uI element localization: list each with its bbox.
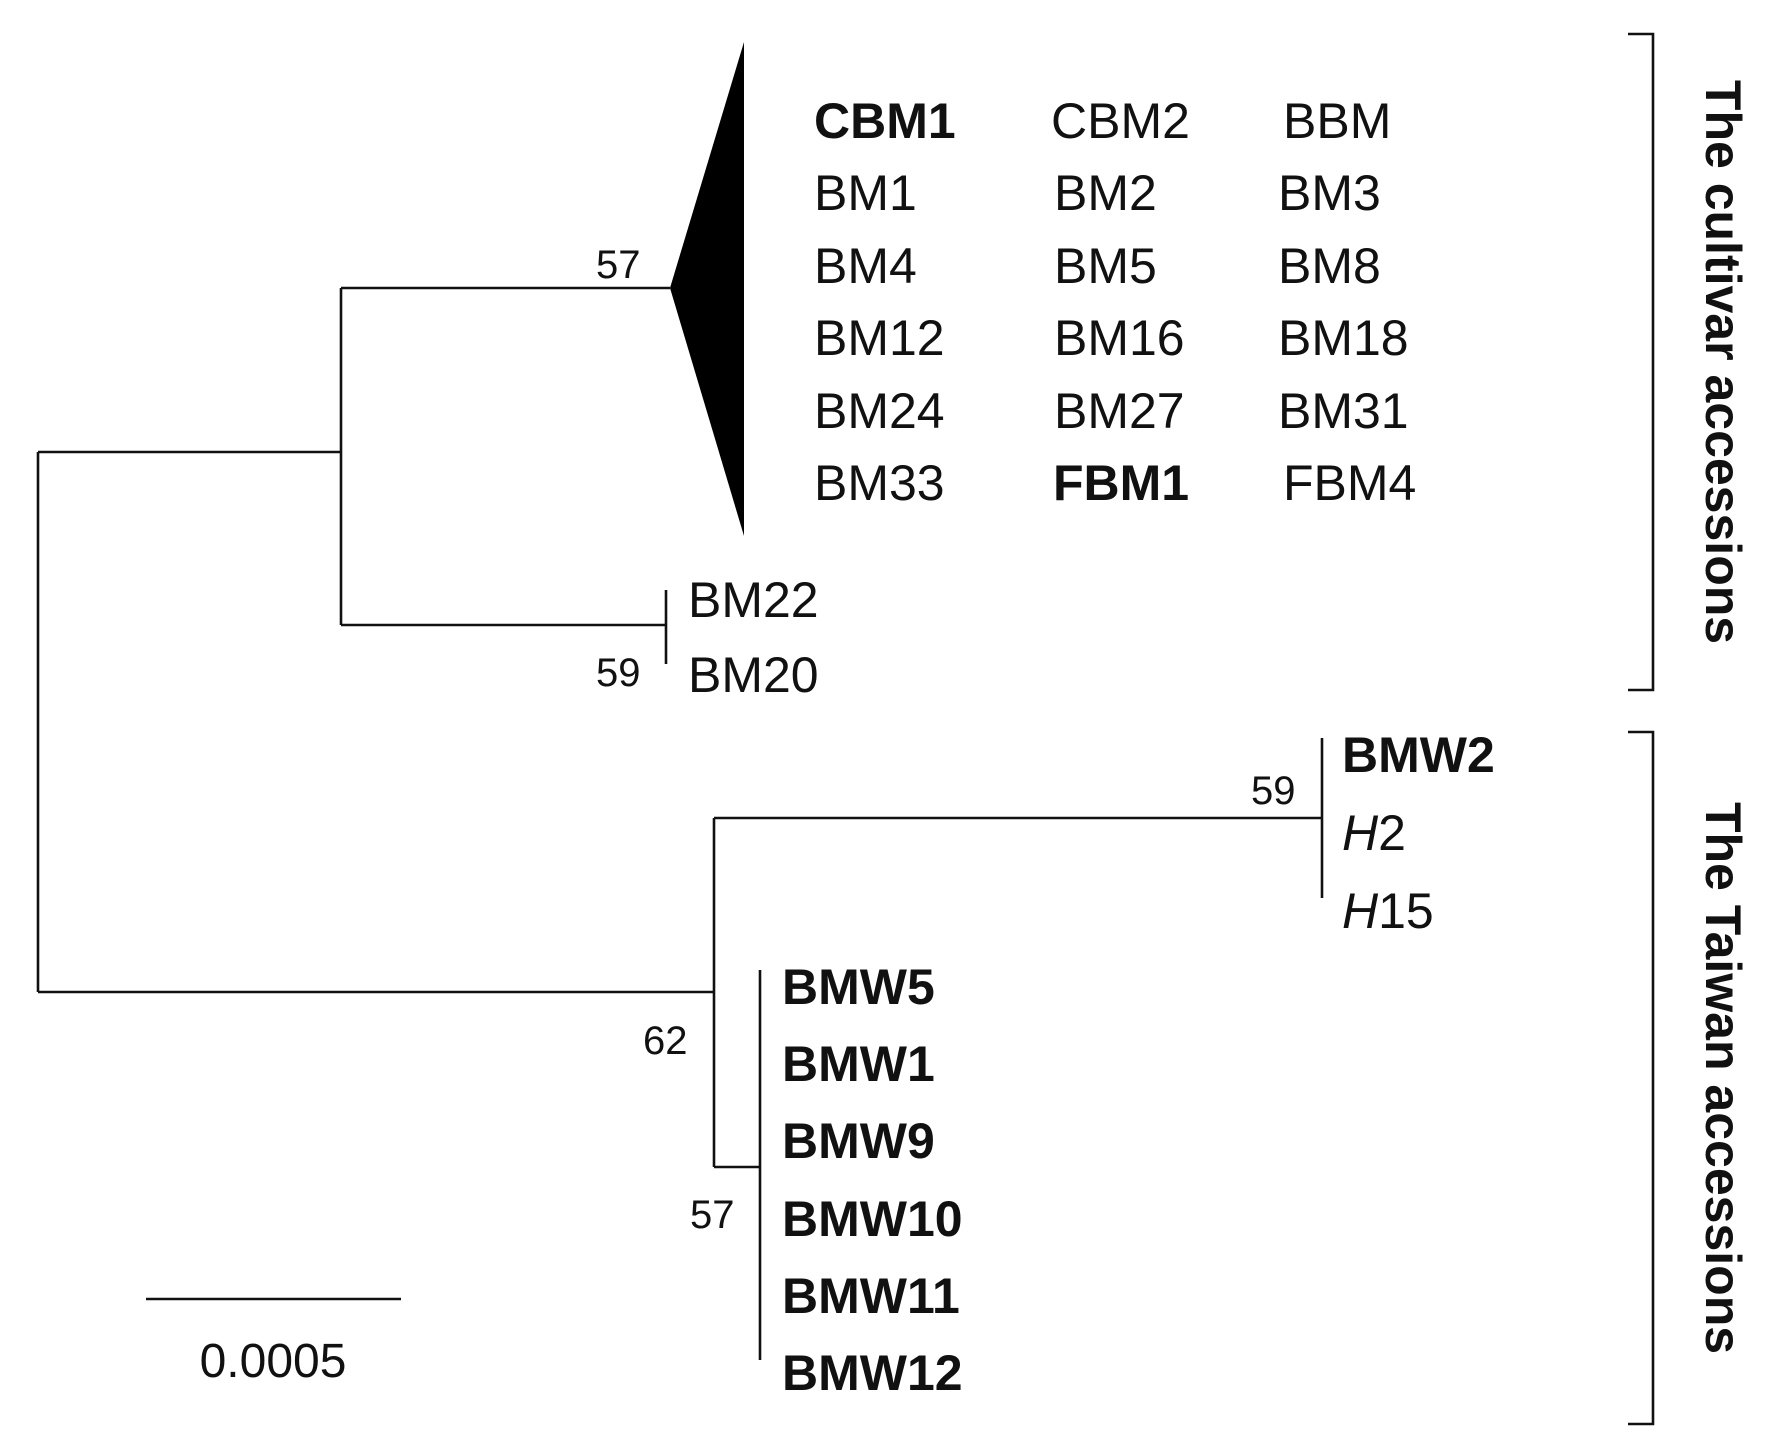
taxon-label: BMW10	[782, 1191, 963, 1247]
taxon-label: BM5	[1054, 238, 1157, 294]
taxon-label: CBM1	[814, 93, 956, 149]
taxon-label: FBM1	[1053, 455, 1189, 511]
taxon-label: BM31	[1278, 383, 1409, 439]
taxon-label: BMW5	[782, 959, 935, 1015]
taxon-label: BM3	[1278, 165, 1381, 221]
bootstrap-values: 57 59 59 62 57	[596, 243, 1296, 1237]
taxon-label: BM16	[1054, 310, 1185, 366]
taxon-label: BM22	[688, 572, 819, 628]
scale-bar-label: 0.0005	[200, 1335, 347, 1388]
collapsed-clade-taxa: CBM1 CBM2 BBM BM1 BM2 BM3 BM4 BM5 BM8 BM…	[814, 93, 1416, 511]
taxon-label: BMW1	[782, 1036, 935, 1092]
scale-bar: 0.0005	[146, 1297, 401, 1388]
taxon-label: BM8	[1278, 238, 1381, 294]
taxon-label: FBM4	[1283, 455, 1416, 511]
taxon-label: BM1	[814, 165, 917, 221]
taxon-label: BM2	[1054, 165, 1157, 221]
taxon-label: BMW12	[782, 1345, 963, 1401]
taxon-label: BMW9	[782, 1113, 935, 1169]
taxon-label: BM33	[814, 455, 945, 511]
taiwan-bracket	[1628, 730, 1655, 1426]
group-label-cultivar: The cultivar accessions	[1695, 80, 1751, 644]
group-label-taiwan: The Taiwan accessions	[1695, 802, 1751, 1354]
collapsed-clade-triangle	[670, 42, 744, 536]
cultivar-bracket	[1628, 32, 1655, 692]
bootstrap-collapsed-clade: 57	[596, 243, 641, 287]
taxon-label: BM20	[688, 647, 819, 703]
bootstrap-taiwan-node: 62	[643, 1019, 688, 1063]
bootstrap-bmw-clade: 57	[690, 1193, 735, 1237]
taxon-label: BM4	[814, 238, 917, 294]
bmw-clade-taxa: BMW5 BMW1 BMW9 BMW10 BMW11 BMW12	[782, 959, 963, 1401]
bootstrap-bm-pair: 59	[596, 651, 641, 695]
bootstrap-bmw2-clade: 59	[1251, 769, 1296, 813]
bm-pair-taxa: BM22 BM20	[688, 572, 819, 703]
taxon-label: BMW2	[1342, 727, 1495, 783]
bmw2-clade-taxa: BMW2 H2 H15	[1342, 727, 1495, 939]
taxon-label: BM27	[1054, 383, 1185, 439]
taxon-label: BM18	[1278, 310, 1409, 366]
taxon-label: BM12	[814, 310, 945, 366]
tree-branches	[36, 286, 1324, 1360]
taxon-label: BMW11	[782, 1268, 960, 1324]
taxon-label: H15	[1342, 883, 1434, 939]
group-brackets: The cultivar accessions The Taiwan acces…	[1628, 32, 1751, 1426]
taxon-label: BM24	[814, 383, 945, 439]
taxon-label: BBM	[1283, 93, 1391, 149]
taxon-label: H2	[1342, 805, 1406, 861]
taxon-label: CBM2	[1051, 93, 1190, 149]
